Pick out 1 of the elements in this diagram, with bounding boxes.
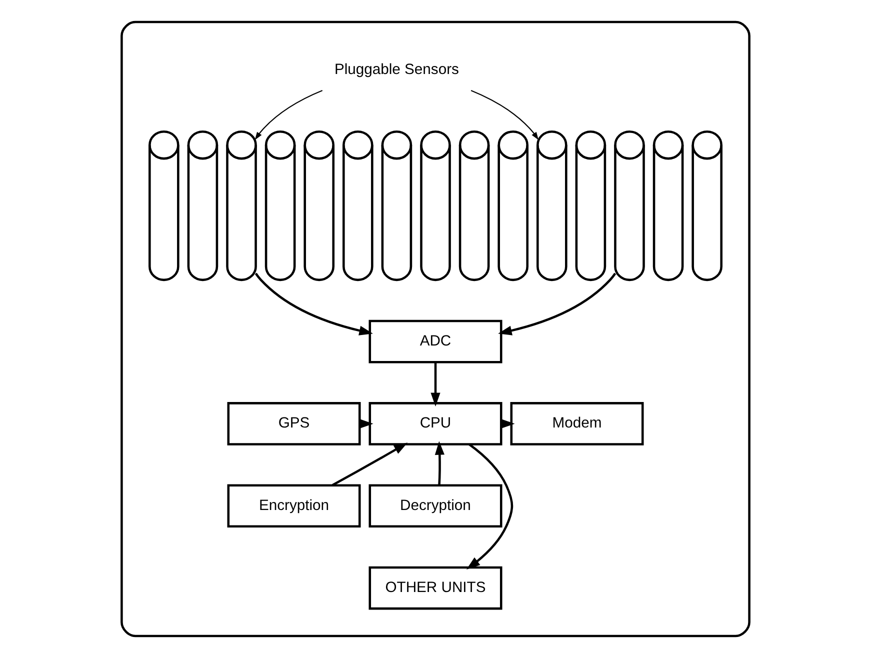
- node-text: Pluggable Sensors: [334, 62, 459, 78]
